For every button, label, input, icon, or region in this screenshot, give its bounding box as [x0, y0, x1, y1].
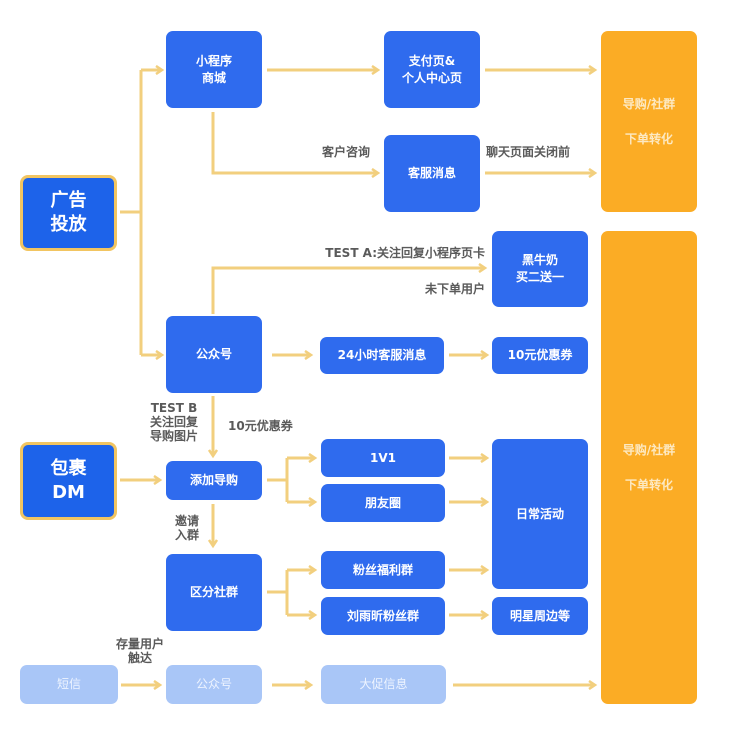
node-payment-profile-page[interactable]: 支付页& 个人中心页 [384, 31, 480, 108]
arrow-mini-to-cs [211, 112, 378, 173]
connector-guide-split [267, 458, 289, 502]
label-invite-to-group: 邀请 入群 [174, 514, 199, 542]
label-non-ordering-users: 未下单用户 [424, 282, 485, 296]
node-cs-24h-message[interactable]: 24小时客服消息 [320, 337, 444, 374]
label-coupon-10: 10元优惠券 [228, 419, 293, 433]
label-existing-user-reach: 存量用户 触达 [115, 637, 164, 665]
node-ads[interactable]: 广告 投放 [20, 175, 117, 251]
goal-line-1: 导购/社群 [622, 96, 676, 111]
node-black-milk-offer[interactable]: 黑牛奶 买二送一 [492, 231, 588, 307]
node-daily-activities[interactable]: 日常活动 [492, 439, 588, 589]
node-liu-yuxin-fan-group[interactable]: 刘雨昕粉丝群 [321, 597, 445, 635]
goal-line-1: 导购/社群 [622, 442, 676, 457]
node-coupon-10[interactable]: 10元优惠券 [492, 337, 588, 374]
node-customer-service-msg[interactable]: 客服消息 [384, 135, 480, 212]
node-one-on-one[interactable]: 1V1 [321, 439, 445, 477]
goal-line-2: 下单转化 [624, 477, 673, 492]
node-big-promo-info[interactable]: 大促信息 [321, 665, 446, 704]
node-official-account-2[interactable]: 公众号 [166, 665, 262, 704]
label-before-chat-close: 聊天页面关闭前 [486, 145, 571, 159]
node-sms[interactable]: 短信 [20, 665, 118, 704]
label-test-b: TEST B 关注回复 导购图片 [149, 401, 198, 443]
node-moments[interactable]: 朋友圈 [321, 484, 445, 522]
goal-conversion-top[interactable]: 导购/社群 下单转化 [601, 31, 697, 212]
node-fan-welfare-group[interactable]: 粉丝福利群 [321, 551, 445, 589]
node-segment-groups[interactable]: 区分社群 [166, 554, 262, 631]
node-celebrity-merch[interactable]: 明星周边等 [492, 597, 588, 635]
node-mini-program-mall[interactable]: 小程序 商城 [166, 31, 262, 108]
goal-line-2: 下单转化 [624, 131, 673, 146]
node-official-account[interactable]: 公众号 [166, 316, 262, 393]
label-customer-inquiry: 客户咨询 [322, 145, 371, 159]
label-test-a: TEST A:关注回复小程序页卡 [325, 246, 485, 260]
node-package-dm[interactable]: 包裹 DM [20, 442, 117, 520]
goal-conversion-bottom[interactable]: 导购/社群 下单转化 [601, 231, 697, 704]
node-add-shopping-guide[interactable]: 添加导购 [166, 461, 262, 500]
connector-groups-split [267, 570, 289, 615]
